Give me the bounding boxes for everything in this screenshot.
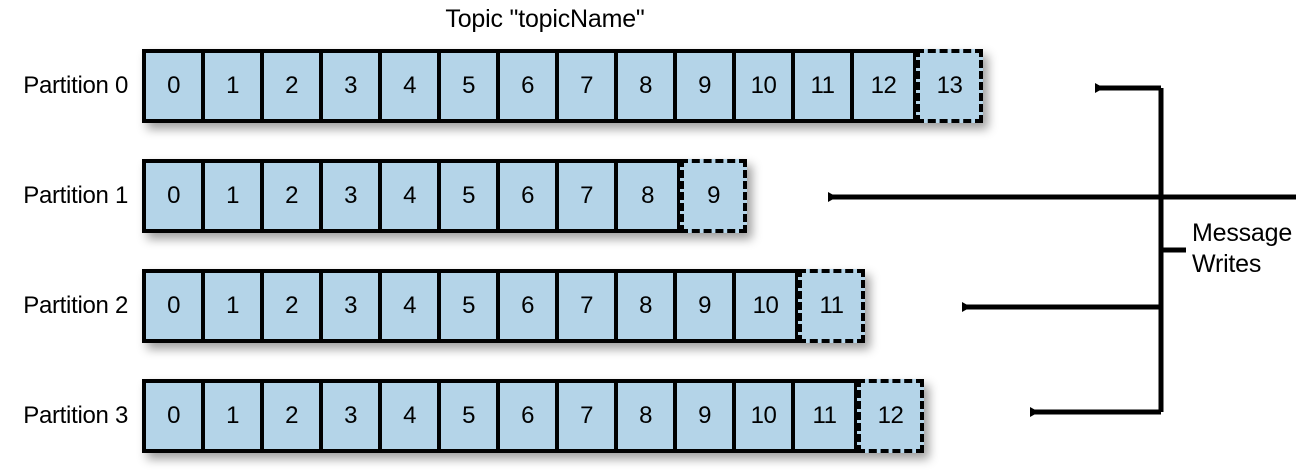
log-cell: 4 (382, 53, 441, 119)
partition-row: Partition 1 0 1 2 3 4 5 6 7 8 9 (23, 159, 747, 233)
log-cell: 0 (146, 53, 205, 119)
log-cell: 1 (205, 163, 264, 229)
message-writes-line-1: Message (1192, 219, 1293, 247)
log-cell: 5 (441, 383, 500, 449)
committed-segments-2: 0 1 2 3 4 5 6 7 8 9 10 (142, 269, 799, 343)
log-cell: 7 (559, 53, 618, 119)
message-writes-line-2: Writes (1192, 250, 1262, 278)
partition-log-3: 0 1 2 3 4 5 6 7 8 9 10 11 12 (142, 379, 924, 453)
log-cell: 7 (559, 383, 618, 449)
pending-log-cell: 13 (916, 49, 983, 123)
pending-log-cell: 12 (857, 379, 924, 453)
pending-log-cell: 11 (798, 269, 865, 343)
message-writes-label: Message Writes (1192, 218, 1292, 280)
log-cell: 5 (441, 273, 500, 339)
log-cell: 8 (618, 273, 677, 339)
log-cell: 3 (323, 163, 382, 229)
log-cell: 2 (264, 163, 323, 229)
partition-log-2: 0 1 2 3 4 5 6 7 8 9 10 11 (142, 269, 865, 343)
log-cell: 7 (559, 163, 618, 229)
log-cell: 8 (618, 383, 677, 449)
log-cell: 12 (854, 53, 913, 119)
log-cell: 0 (146, 383, 205, 449)
log-cell: 10 (736, 53, 795, 119)
log-cell: 4 (382, 273, 441, 339)
pending-log-cell: 9 (680, 159, 747, 233)
log-cell: 6 (500, 53, 559, 119)
log-cell: 0 (146, 273, 205, 339)
log-cell: 7 (559, 273, 618, 339)
log-cell: 11 (795, 383, 854, 449)
partition-label-3: Partition 3 (23, 402, 128, 429)
partition-row: Partition 0 0 1 2 3 4 5 6 7 8 9 10 11 12… (23, 49, 983, 123)
committed-segments-3: 0 1 2 3 4 5 6 7 8 9 10 11 (142, 379, 858, 453)
log-cell: 1 (205, 53, 264, 119)
log-cell: 11 (795, 53, 854, 119)
log-cell: 3 (323, 273, 382, 339)
log-cell: 10 (736, 273, 795, 339)
log-cell: 4 (382, 163, 441, 229)
log-cell: 6 (500, 163, 559, 229)
partition-log-1: 0 1 2 3 4 5 6 7 8 9 (142, 159, 747, 233)
log-cell: 9 (677, 383, 736, 449)
log-cell: 4 (382, 383, 441, 449)
diagram-title: Topic "topicName" (445, 5, 645, 33)
committed-segments-1: 0 1 2 3 4 5 6 7 8 (142, 159, 681, 233)
log-cell: 5 (441, 163, 500, 229)
log-cell: 1 (205, 273, 264, 339)
log-cell: 1 (205, 383, 264, 449)
log-cell: 6 (500, 273, 559, 339)
log-cell: 2 (264, 383, 323, 449)
log-cell: 8 (618, 163, 677, 229)
log-cell: 0 (146, 163, 205, 229)
partition-label-2: Partition 2 (23, 292, 128, 319)
log-cell: 5 (441, 53, 500, 119)
partition-log-0: 0 1 2 3 4 5 6 7 8 9 10 11 12 13 (142, 49, 983, 123)
partition-label-0: Partition 0 (23, 72, 128, 99)
partition-row: Partition 3 0 1 2 3 4 5 6 7 8 9 10 11 12 (23, 379, 924, 453)
log-cell: 6 (500, 383, 559, 449)
log-cell: 10 (736, 383, 795, 449)
log-cell: 9 (677, 273, 736, 339)
partition-row: Partition 2 0 1 2 3 4 5 6 7 8 9 10 11 (23, 269, 865, 343)
log-cell: 2 (264, 273, 323, 339)
committed-segments-0: 0 1 2 3 4 5 6 7 8 9 10 11 12 (142, 49, 917, 123)
log-cell: 3 (323, 53, 382, 119)
log-cell: 8 (618, 53, 677, 119)
partition-label-1: Partition 1 (23, 182, 128, 209)
log-cell: 9 (677, 53, 736, 119)
log-cell: 2 (264, 53, 323, 119)
log-cell: 3 (323, 383, 382, 449)
